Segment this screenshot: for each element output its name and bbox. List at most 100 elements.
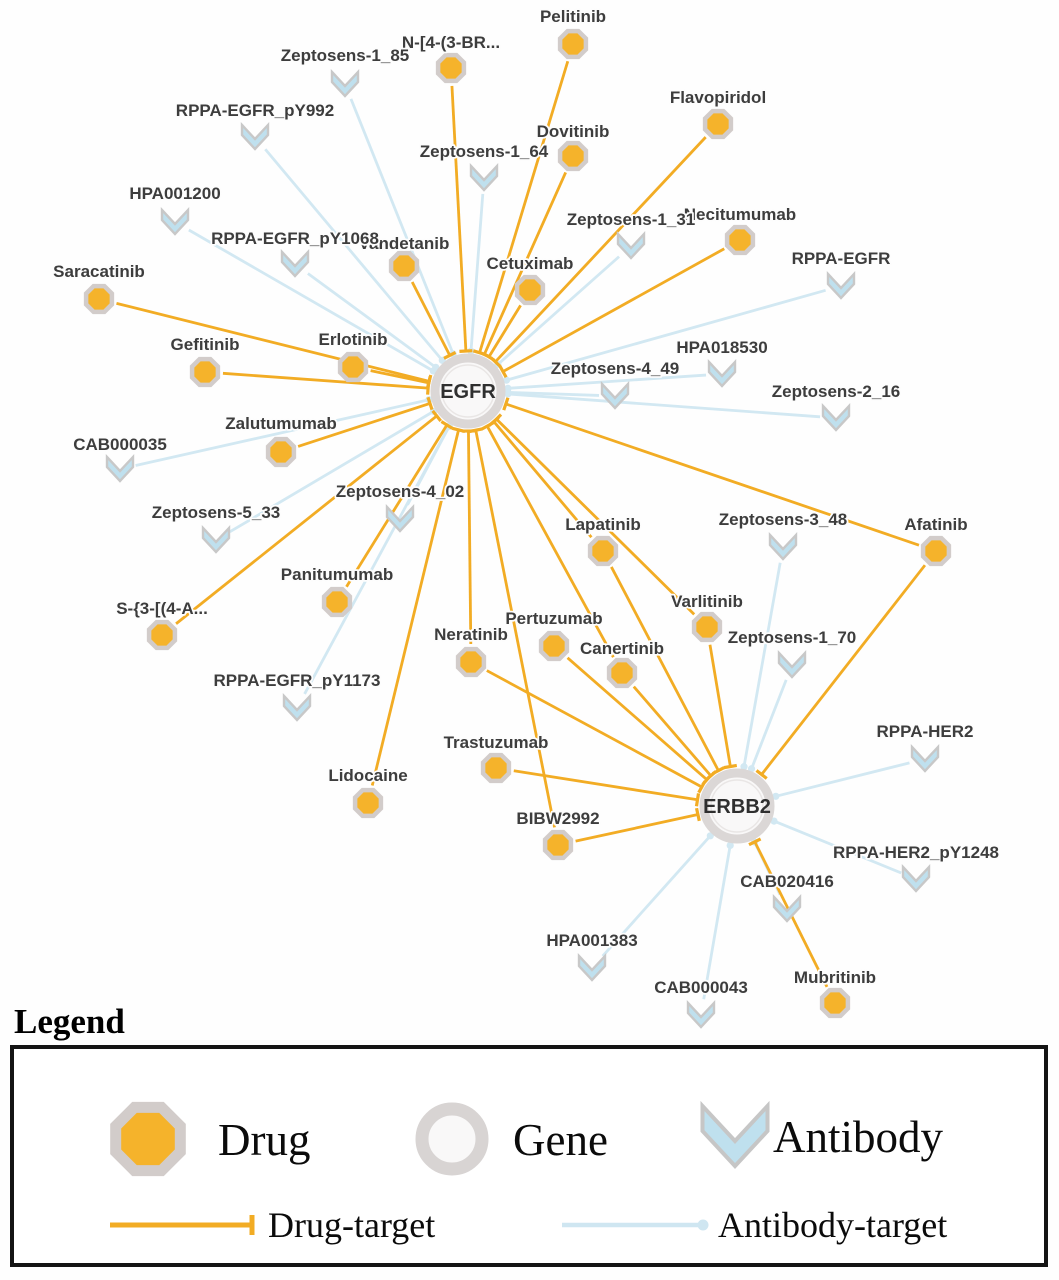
drug-label-BIBW2992: BIBW2992	[516, 809, 599, 828]
edge-inhibit-tee	[723, 763, 738, 770]
antibody-target-legend-label: Antibody-target	[718, 1205, 947, 1245]
edge-drug-target-Necitumumab	[502, 247, 725, 373]
gene-label-ERBB2: ERBB2	[703, 796, 771, 818]
edge-inhibit-tee	[440, 420, 454, 430]
antibody-label-Zeptosens-1_70: Zeptosens-1_70	[728, 628, 857, 647]
antibody-node-Zeptosens-3_48	[768, 531, 798, 561]
antibody-node-Zeptosens-1_31	[616, 230, 646, 260]
drug-label-Dovitinib: Dovitinib	[537, 122, 610, 141]
edge-antibody-target-CAB000035	[135, 398, 430, 467]
gene-node-ERBB2	[699, 768, 775, 844]
drug-label-Canertinib: Canertinib	[580, 639, 664, 658]
antibody-label-CAB020416: CAB020416	[740, 872, 834, 891]
drug-node-Vandetanib	[388, 250, 420, 282]
edge-drug-target-Neratinib	[486, 669, 703, 789]
antibody-node-RPPA-EGFR_pY1173	[282, 692, 312, 722]
drug-node-Canertinib	[606, 657, 638, 689]
edge-target-dot	[502, 376, 511, 384]
drug-node-Varlitinib	[691, 611, 723, 643]
antibody-node-HPA018530	[707, 358, 737, 388]
drug-label-Flavopiridol: Flavopiridol	[670, 88, 766, 107]
antibody-node-Zeptosens-1_85	[330, 68, 360, 98]
edge-inhibit-tee	[694, 807, 701, 822]
edge-antibody-target-RPPA-EGFR_pY992	[264, 148, 444, 362]
edge-inhibit-tee	[502, 397, 510, 411]
edge-drug-target-Afatinib	[760, 564, 927, 776]
antibody-label-RPPA-HER2_pY1248: RPPA-HER2_pY1248	[833, 843, 999, 862]
antibody-node-CAB000043	[686, 999, 716, 1029]
edge-antibody-target-RPPA-HER2_pY1248	[773, 819, 902, 875]
antibody-label-RPPA-EGFR: RPPA-EGFR	[792, 249, 891, 268]
drug-node-Lapatinib	[587, 535, 619, 567]
edge-inhibit-tee	[426, 396, 434, 411]
antibody-node-RPPA-EGFR	[826, 270, 856, 300]
legend: Legend Drug Gene Antibody Drug-target An…	[10, 1002, 1048, 1267]
antibody-node-Zeptosens-1_70	[777, 649, 807, 679]
edge-inhibit-tee	[498, 365, 508, 379]
edge-antibody-target-HPA018530	[507, 373, 707, 390]
edge-antibody-target-RPPA-EGFR	[506, 288, 826, 382]
antibody-label-HPA001200: HPA001200	[129, 184, 220, 203]
edge-drug-target-Neratinib	[467, 430, 473, 645]
gene-node-inner-ring	[441, 364, 495, 418]
edge-target-dot	[740, 763, 748, 771]
gene-legend-icon	[415, 1102, 489, 1176]
antibody-label-RPPA-EGFR_pY1068: RPPA-EGFR_pY1068	[211, 229, 379, 248]
edge-target-dot	[747, 765, 756, 773]
edge-target-dot	[726, 841, 734, 850]
drug-node-Trastuzumab	[480, 752, 512, 784]
edge-drug-target-S-{3-[(4-A...	[175, 414, 438, 625]
antibody-label-CAB000043: CAB000043	[654, 978, 748, 997]
edge-drug-target-Varlitinib	[495, 418, 696, 616]
edge-drug-target-Flavopiridol	[494, 136, 707, 363]
drug-edge-layer	[116, 60, 927, 988]
edge-target-dot	[504, 390, 512, 398]
edge-antibody-target-Zeptosens-4_49	[507, 390, 600, 397]
antibody-node-Zeptosens-1_64	[469, 162, 499, 192]
drug-legend-icon	[110, 1101, 186, 1177]
gene-node-EGFR	[430, 353, 506, 429]
edge-antibody-target-Zeptosens-1_85	[349, 98, 455, 355]
edge-antibody-target-Zeptosens-1_64	[469, 193, 485, 352]
edge-drug-target-Lapatinib	[610, 566, 720, 772]
edge-drug-target-BIBW2992	[575, 813, 699, 843]
edge-inhibit-tee	[748, 837, 762, 847]
edge-inhibit-tee	[704, 770, 717, 782]
drug-node-Dovitinib	[557, 140, 589, 172]
legend-box	[10, 1045, 1048, 1267]
drug-label-Zalutumumab: Zalutumumab	[225, 414, 336, 433]
drug-label-N-[4-(3-BR...: N-[4-(3-BR...	[402, 33, 500, 52]
edge-antibody-target-RPPA-EGFR_pY1068	[307, 272, 437, 369]
drug-node-Lidocaine	[352, 787, 384, 819]
edge-drug-target-Gefitinib	[222, 371, 429, 390]
antibody-label-RPPA-EGFR_pY1173: RPPA-EGFR_pY1173	[214, 671, 381, 690]
antibody-edge-layer	[135, 98, 910, 1000]
antibody-node-HPA001200	[160, 206, 190, 236]
antibody-label-Zeptosens-4_49: Zeptosens-4_49	[551, 359, 680, 378]
edge-antibody-target-RPPA-HER2	[775, 761, 910, 798]
drug-node-Erlotinib	[337, 351, 369, 383]
drug-label-Trastuzumab: Trastuzumab	[444, 733, 549, 752]
antibody-legend-icon	[700, 1100, 770, 1169]
drug-node-BIBW2992	[542, 829, 574, 861]
drug-node-Panitumumab	[321, 586, 353, 618]
drug-node-N-[4-(3-BR...	[435, 52, 467, 84]
edge-drug-target-Erlotinib	[370, 369, 430, 385]
antibody-label-RPPA-EGFR_pY992: RPPA-EGFR_pY992	[176, 101, 334, 120]
edge-inhibit-tee	[697, 780, 707, 794]
edge-inhibit-tee	[459, 349, 473, 353]
drug-label-Vandetanib: Vandetanib	[359, 234, 450, 253]
drug-node-Flavopiridol	[702, 108, 734, 140]
antibody-label-CAB000035: CAB000035	[73, 435, 167, 454]
drug-label-Lidocaine: Lidocaine	[328, 766, 407, 785]
antibody-target-legend-dot	[697, 1219, 709, 1231]
edge-drug-target-Vandetanib	[410, 281, 452, 357]
gene-label-EGFR: EGFR	[440, 381, 496, 403]
drug-label-Pelitinib: Pelitinib	[540, 7, 606, 26]
edge-drug-target-Afatinib	[505, 402, 920, 547]
gene-node-inner-ring	[710, 779, 764, 833]
edge-antibody-target-Zeptosens-5_33	[229, 410, 435, 534]
antibody-node-RPPA-EGFR_pY992	[240, 121, 270, 151]
drug-node-Mubritinib	[819, 987, 851, 1019]
